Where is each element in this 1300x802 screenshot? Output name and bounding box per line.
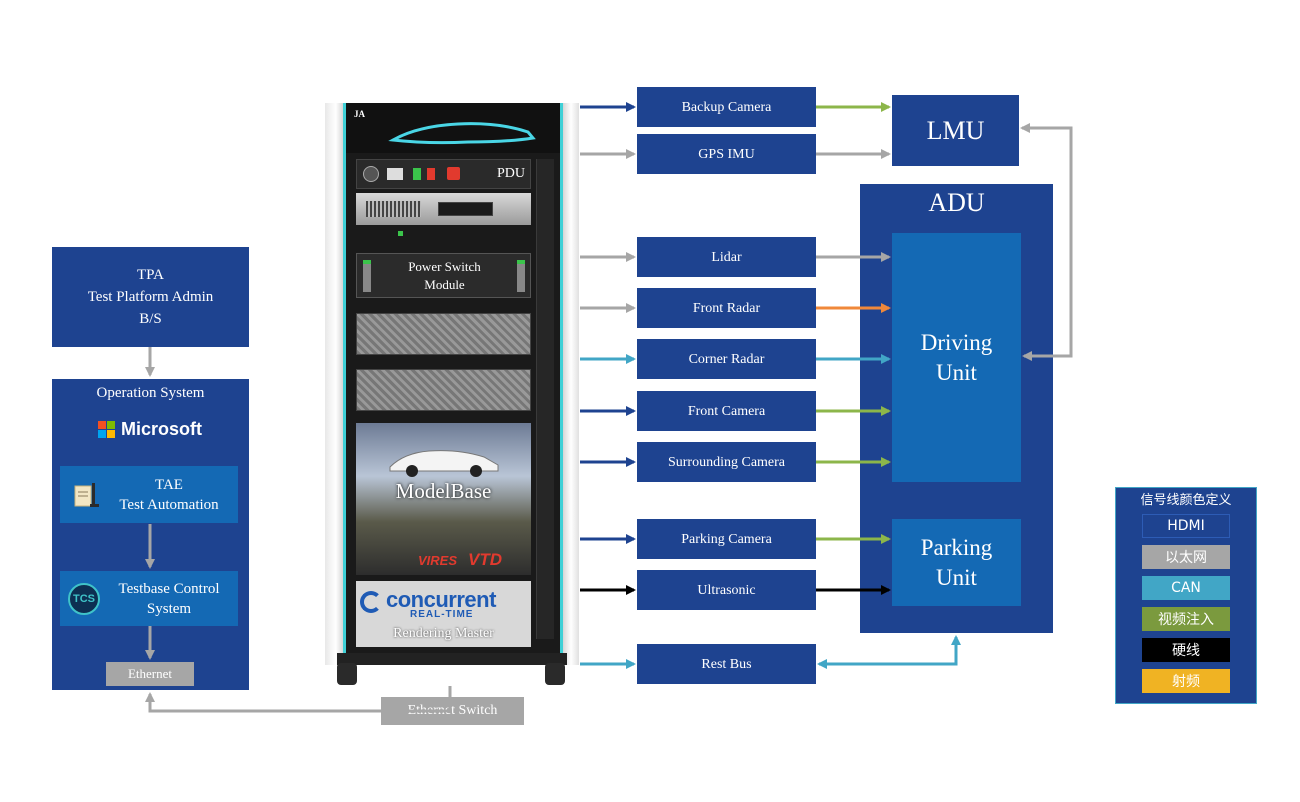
driving-unit-box: Driving Unit (892, 233, 1021, 482)
legend-item-hdmi: HDMI (1142, 514, 1230, 538)
rendering-master-label: Rendering Master (393, 626, 494, 641)
tae-icon (74, 483, 99, 507)
rack-side-panel-left (325, 103, 343, 665)
concurrent-label: concurrent (386, 587, 496, 612)
rack-base (337, 653, 567, 665)
legend-item-ethernet: 以太网 (1142, 545, 1230, 569)
wire-rest-bus-adu (817, 635, 961, 669)
microsoft-label: Microsoft (121, 418, 202, 439)
tcs-logo-icon: TCS (68, 583, 100, 615)
sensor-parking-camera: Parking Camera (637, 519, 816, 559)
sensor-corner-radar: Corner Radar (637, 339, 816, 379)
legend-item-can: CAN (1142, 576, 1230, 600)
tcs-label: Testbase Control System (118, 581, 220, 617)
power-switch-label: Power Switch Module (408, 259, 481, 292)
rack-body: JA PDU Power Switch Module (343, 103, 563, 665)
car-silhouette-icon (388, 122, 536, 145)
microsoft-windows-icon (98, 420, 115, 438)
modelbase-car-icon (389, 450, 499, 477)
server-display (438, 202, 493, 216)
tae-box: TAE Test Automation (60, 466, 238, 523)
storage-unit-2 (356, 369, 531, 411)
rack-wheel-left-icon (337, 663, 357, 685)
pdu-unit: PDU (356, 159, 531, 189)
power-switch-module: Power Switch Module (356, 253, 531, 298)
rack-header: JA (346, 103, 560, 153)
pdu-power-knob-icon (363, 166, 379, 182)
rack-server-unit (356, 193, 531, 225)
vtd-logo: VTD (468, 550, 502, 569)
tae-label: TAE Test Automation (119, 477, 219, 513)
power-switch-handle-right-icon (517, 260, 525, 292)
vires-logo: VIRES (418, 553, 458, 568)
microsoft-logo: Microsoft (98, 419, 228, 439)
concurrent-logo: concurrent REAL-TIME (360, 587, 528, 621)
rack-wheel-right-icon (545, 663, 565, 685)
sensor-front-radar: Front Radar (637, 288, 816, 328)
sensor-rest-bus: Rest Bus (637, 644, 816, 684)
sensor-backup-camera: Backup Camera (637, 87, 816, 127)
modelbase-panel: ModelBase VIRES VTD (356, 423, 531, 575)
pdu-red-light-icon (427, 168, 435, 180)
server-vents (366, 201, 421, 217)
adu-title: ADU (928, 188, 985, 217)
rack-brand-logo: JA (354, 109, 365, 119)
concurrent-panel: concurrent REAL-TIME Rendering Master (356, 581, 531, 647)
tpa-box: TPA Test Platform Admin B/S (52, 247, 249, 347)
sensor-surrounding-camera: Surrounding Camera (637, 442, 816, 482)
sensor-front-camera: Front Camera (637, 391, 816, 431)
power-switch-handle-left-icon (363, 260, 371, 292)
real-time-label: REAL-TIME (410, 609, 474, 620)
server-status-led-icon (398, 231, 403, 236)
os-title: Operation System (96, 385, 205, 401)
rack-side-strip (536, 159, 554, 639)
sensor-lidar: Lidar (637, 237, 816, 277)
modelbase-label: ModelBase (395, 479, 492, 503)
lmu-box: LMU (892, 95, 1019, 166)
parking-unit-box: Parking Unit (892, 519, 1021, 606)
rack-side-panel-right (563, 103, 579, 665)
legend-item-video-injection: 视频注入 (1142, 607, 1230, 631)
wire-ethernet-switch-os (145, 686, 452, 713)
sensor-gps-imu: GPS IMU (637, 134, 816, 174)
sensor-ultrasonic: Ultrasonic (637, 570, 816, 610)
legend-box: 信号线颜色定义 HDMI 以太网 CAN 视频注入 硬线 射频 (1115, 487, 1257, 704)
adu-box: ADU Driving Unit Parking Unit (860, 184, 1053, 633)
concurrent-swirl-icon (360, 591, 382, 613)
pdu-red-button-icon (447, 167, 460, 180)
pdu-label: PDU (497, 166, 526, 181)
server-rack: JA PDU Power Switch Module (323, 103, 580, 685)
tcs-box: TCS Testbase Control System (60, 571, 238, 626)
legend-item-hardwire: 硬线 (1142, 638, 1230, 662)
storage-unit-1 (356, 313, 531, 355)
legend-item-rf: 射频 (1142, 669, 1230, 693)
pdu-green-light-icon (413, 168, 421, 180)
legend-title: 信号线颜色定义 (1140, 493, 1232, 508)
ethernet-port-label: Ethernet (106, 662, 194, 686)
pdu-display-icon (387, 168, 403, 180)
wire-lmu-driving-unit (1020, 123, 1073, 361)
